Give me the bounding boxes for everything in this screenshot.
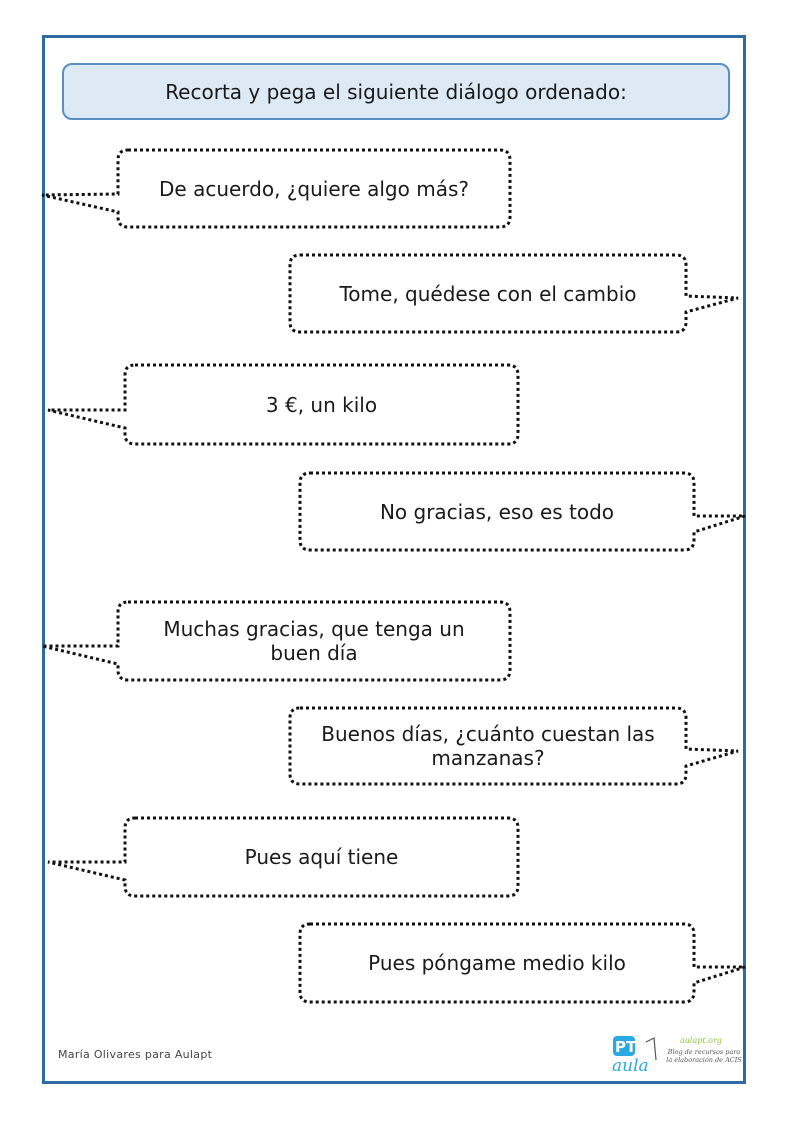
speech-bubble-3[interactable]	[47, 363, 520, 446]
bubble-text-4: No gracias, eso es todo	[379, 499, 615, 524]
bubble-text-3: 3 €, un kilo	[265, 392, 378, 417]
logo-letters: PT	[615, 1038, 637, 1056]
bubble-text-2: Tome, quédese con el cambio	[339, 281, 637, 306]
bubble-text-1: De acuerdo, ¿quiere algo más?	[159, 176, 469, 201]
author-credit: María Olivares para Aulapt	[58, 1048, 213, 1061]
logo-tile-icon	[613, 1036, 635, 1056]
bubble-text-7: Pues aquí tiene	[244, 845, 399, 869]
aulapt-logo: PT aula	[612, 1036, 657, 1076]
bubble-text-6: Buenos días, ¿cuánto cuestan las manzana…	[321, 722, 655, 770]
logo-site: aulapt.org	[680, 1036, 722, 1045]
speech-bubble-5[interactable]	[41, 600, 512, 682]
page-frame	[42, 35, 746, 1084]
speech-bubble-6[interactable]	[288, 706, 739, 786]
logo-tagline: Blog de recursos para la elaboración de …	[666, 1048, 742, 1064]
instruction-banner: Recorta y pega el siguiente diálogo orde…	[62, 63, 730, 120]
speech-bubble-8[interactable]	[298, 922, 746, 1004]
speech-bubble-1[interactable]	[41, 148, 512, 229]
logo-figure-icon	[645, 1037, 657, 1061]
logo-word: aula	[612, 1056, 649, 1076]
bubble-text-5: Muchas gracias, que tenga un buen día	[163, 617, 465, 665]
speech-bubble-4[interactable]	[298, 471, 746, 552]
instruction-text: Recorta y pega el siguiente diálogo orde…	[165, 79, 627, 104]
speech-bubble-7[interactable]	[47, 816, 520, 898]
bubble-text-8: Pues póngame medio kilo	[368, 951, 626, 975]
speech-bubble-2[interactable]	[288, 253, 739, 334]
